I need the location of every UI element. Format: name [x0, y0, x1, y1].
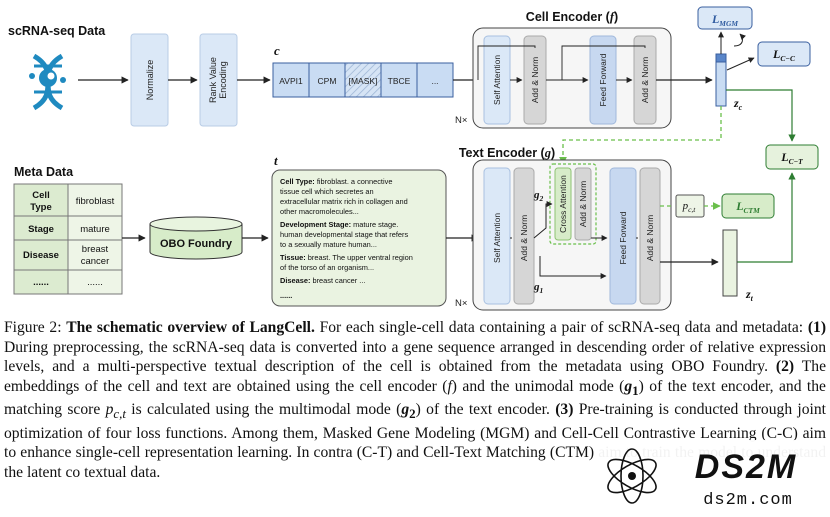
add-norm-label: Add & Norm [530, 57, 540, 103]
token-label: TBCE [388, 76, 411, 86]
dna-icon [29, 53, 66, 111]
meta-table: Cell Type fibroblast Stage mature Diseas… [13, 183, 123, 295]
svg-text:human developmental stage that: human developmental stage that refers [280, 230, 408, 239]
caption-title: The schematic overview of LangCell. [66, 319, 315, 336]
self-attention-label: Self Attention [492, 55, 502, 105]
loss-cc-label: LC−C [772, 47, 796, 63]
cross-add-norm-block [574, 167, 592, 241]
cell-encoder-nx: N× [455, 115, 467, 126]
svg-text:......: ...... [280, 291, 292, 300]
self-attention-label: Self Attention [492, 213, 502, 263]
obo-foundry-database: OBO Foundry [149, 216, 243, 260]
token-box [272, 62, 310, 98]
langcell-schematic: scRNA-seq Data Normalize Rank Value Enco… [8, 6, 819, 311]
feed-forward-label: Feed Forward [598, 53, 608, 106]
meta-key: Cell [32, 190, 49, 201]
svg-text:Cell Type: fibroblast. a conne: Cell Type: fibroblast. a connective [280, 177, 392, 186]
loss-ctm-box [721, 193, 775, 219]
token-label: CPM [318, 76, 337, 86]
watermark-url: ds2m.com [703, 491, 793, 510]
loss-mgm-box [697, 6, 753, 30]
caption-figure-label: Figure 2: [4, 319, 67, 336]
cell-encoder-title: Cell Encoder (f) [526, 10, 618, 24]
meta-value: fibroblast [76, 196, 115, 207]
text-encoder-title: Text Encoder (g) [459, 146, 555, 160]
token-label: AVPI1 [279, 76, 303, 86]
normalize-label: Normalize [145, 60, 155, 101]
zt-vector [722, 229, 738, 297]
svg-text:other macromolecules...: other macromolecules... [280, 207, 359, 216]
meta-key: Stage [28, 224, 54, 235]
meta-value: ...... [87, 277, 103, 288]
meta-key: ...... [33, 277, 49, 288]
zt-label: zt [745, 287, 754, 303]
g2-label: g2 [533, 189, 544, 203]
rank-value-encoding-label-1: Rank Value [208, 57, 218, 103]
loss-mgm-label: LMGM [711, 12, 738, 28]
obo-foundry-label: OBO Foundry [160, 238, 233, 250]
text-description: Cell Type: fibroblast. a connective tiss… [280, 177, 413, 300]
meta-key: Disease [23, 250, 59, 261]
feed-forward-label: Feed Forward [618, 211, 628, 264]
scrna-title: scRNA-seq Data [8, 24, 106, 38]
t-label: t [274, 153, 278, 168]
token-sequence: AVPI1 CPM [MASK] TBCE ... [272, 62, 454, 98]
ds2m-logo-icon [607, 448, 657, 504]
svg-text:Tissue: breast. The upper vent: Tissue: breast. The upper ventral region [280, 253, 413, 262]
svg-text:extracellular matrix rich in c: extracellular matrix rich in collagen an… [280, 197, 408, 206]
meta-value: breast [82, 244, 109, 255]
rank-value-encoding-label-2: Encoding [218, 61, 228, 99]
token-label: ... [431, 76, 438, 86]
loss-ct-box [765, 144, 819, 170]
cell-encoder-box [472, 27, 672, 129]
zc-label: zc [733, 96, 743, 112]
cross-attention-block [554, 167, 572, 241]
text-add-norm-block-2 [639, 167, 661, 305]
text-add-norm-block [513, 167, 535, 305]
svg-text:to a sexually mature human...: to a sexually mature human... [280, 240, 377, 249]
cross-attention-label: Cross Attention [558, 175, 568, 233]
cross-attention-group [549, 163, 597, 245]
text-feed-forward-block [609, 167, 637, 305]
meta-value: cancer [81, 256, 110, 267]
text-self-attention-block [483, 167, 511, 305]
add-norm-label: Add & Norm [578, 181, 588, 227]
svg-text:Development Stage: mature stag: Development Stage: mature stage. [280, 220, 398, 229]
loss-ct-label: LC−T [780, 150, 803, 166]
loss-cc-box [757, 41, 811, 67]
svg-text:of the torso of an organism...: of the torso of an organism... [280, 263, 374, 272]
c-label: c [274, 43, 280, 58]
watermark-logo-text: DS2M [695, 448, 797, 486]
meta-key: Type [30, 202, 51, 213]
add-norm-label: Add & Norm [640, 57, 650, 103]
token-label: [MASK] [349, 76, 378, 86]
watermark: DS2M ds2m.com [598, 440, 830, 512]
meta-value: mature [80, 224, 110, 235]
svg-text:Disease: breast cancer ...: Disease: breast cancer ... [280, 276, 365, 285]
meta-title: Meta Data [14, 165, 74, 179]
add-norm-label: Add & Norm [645, 215, 655, 261]
token-box [380, 62, 418, 98]
text-encoder-nx: N× [455, 298, 467, 309]
token-box [308, 62, 346, 98]
g1-label: g1 [533, 281, 543, 295]
pct-label: pc,t [682, 200, 697, 214]
loss-ctm-label: LCTM [735, 199, 760, 215]
svg-text:tissue cell which secretes an: tissue cell which secretes an [280, 187, 374, 196]
add-norm-label: Add & Norm [519, 215, 529, 261]
token-box [416, 62, 454, 98]
